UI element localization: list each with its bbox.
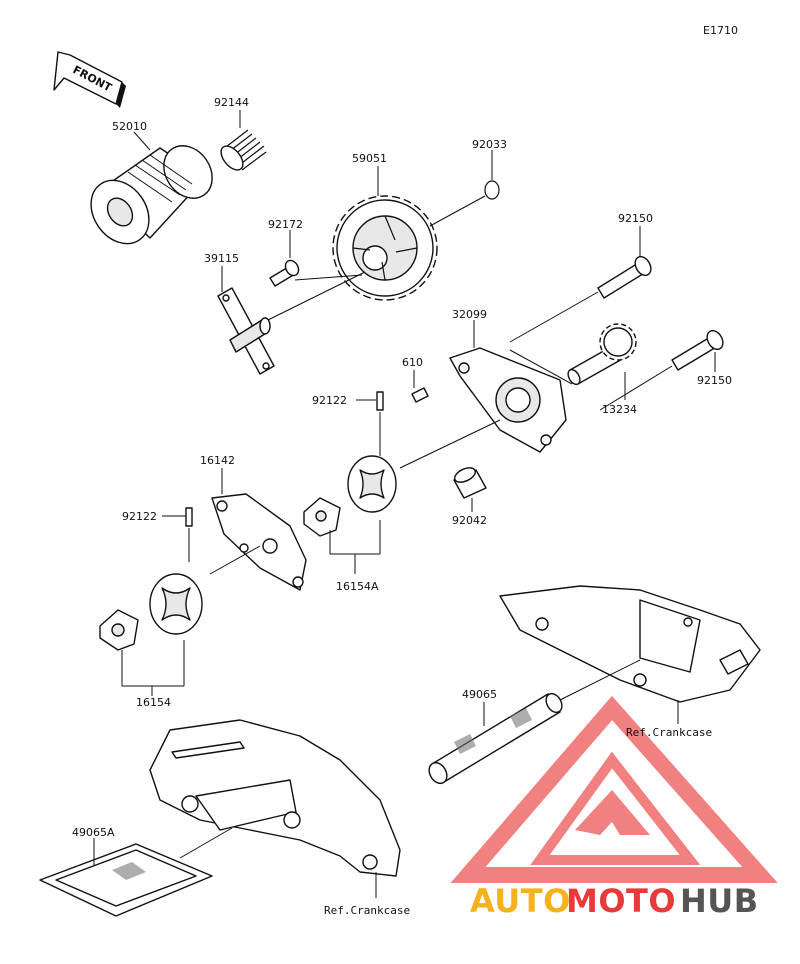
bolt-92150-upper <box>597 255 652 299</box>
part-label-52010: 52010 <box>112 120 147 133</box>
part-label-16154A: 16154A <box>336 580 379 593</box>
pin-92122-lower <box>185 507 193 527</box>
part-label-610: 610 <box>402 356 423 369</box>
part-label-92172: 92172 <box>268 218 303 231</box>
watermark-hub: HUB <box>680 882 759 920</box>
inner-rotor-16154A <box>303 497 341 537</box>
front-arrow: FRONT <box>53 51 126 108</box>
ref-crankcase-lower: Ref.Crankcase <box>324 904 410 917</box>
part-label-39115: 39115 <box>204 252 239 265</box>
watermark-moto: MOTO <box>566 882 676 920</box>
circlip <box>484 180 500 200</box>
crankcase-upper <box>499 585 761 703</box>
pump-shaft <box>567 323 637 386</box>
part-label-92150-lower: 92150 <box>697 374 732 387</box>
pin-92122-upper <box>376 391 384 411</box>
watermark-logo <box>450 695 778 883</box>
ref-crankcase-upper: Ref.Crankcase <box>626 726 712 739</box>
outer-rotor-16154 <box>149 573 203 635</box>
part-label-16154: 16154 <box>136 696 171 709</box>
part-label-92122-upper: 92122 <box>312 394 347 407</box>
part-label-13234: 13234 <box>602 403 637 416</box>
relief-spring <box>220 129 267 171</box>
crankcase-lower <box>149 719 401 877</box>
collar-92042 <box>453 467 487 499</box>
part-label-59051: 59051 <box>352 152 387 165</box>
pump-cover-plate <box>211 493 307 591</box>
diagram-code: E1710 <box>703 24 738 37</box>
part-label-92150-upper: 92150 <box>618 212 653 225</box>
oil-strainer-49065 <box>428 692 563 785</box>
oil-filter <box>90 145 213 245</box>
part-label-16142: 16142 <box>200 454 235 467</box>
screw-92172 <box>269 259 300 287</box>
outer-rotor-16154A <box>347 455 397 513</box>
part-label-92033: 92033 <box>472 138 507 151</box>
watermark-auto: AUTO <box>470 882 571 920</box>
part-label-49065: 49065 <box>462 688 497 701</box>
part-label-32099: 32099 <box>452 308 487 321</box>
dowel-pin-610 <box>411 387 429 403</box>
shaft-plate <box>217 287 275 375</box>
part-label-92144: 92144 <box>214 96 249 109</box>
pump-body <box>449 347 567 453</box>
part-label-49065A: 49065A <box>72 826 115 839</box>
watermark-text: AUTO MOTO HUB <box>470 882 759 920</box>
oil-screen-49065A <box>39 843 213 917</box>
part-label-92042: 92042 <box>452 514 487 527</box>
inner-rotor-16154 <box>99 609 139 651</box>
oil-pump-gear <box>332 195 438 301</box>
bolt-92150-lower <box>671 329 724 371</box>
part-label-92122-lower: 92122 <box>122 510 157 523</box>
